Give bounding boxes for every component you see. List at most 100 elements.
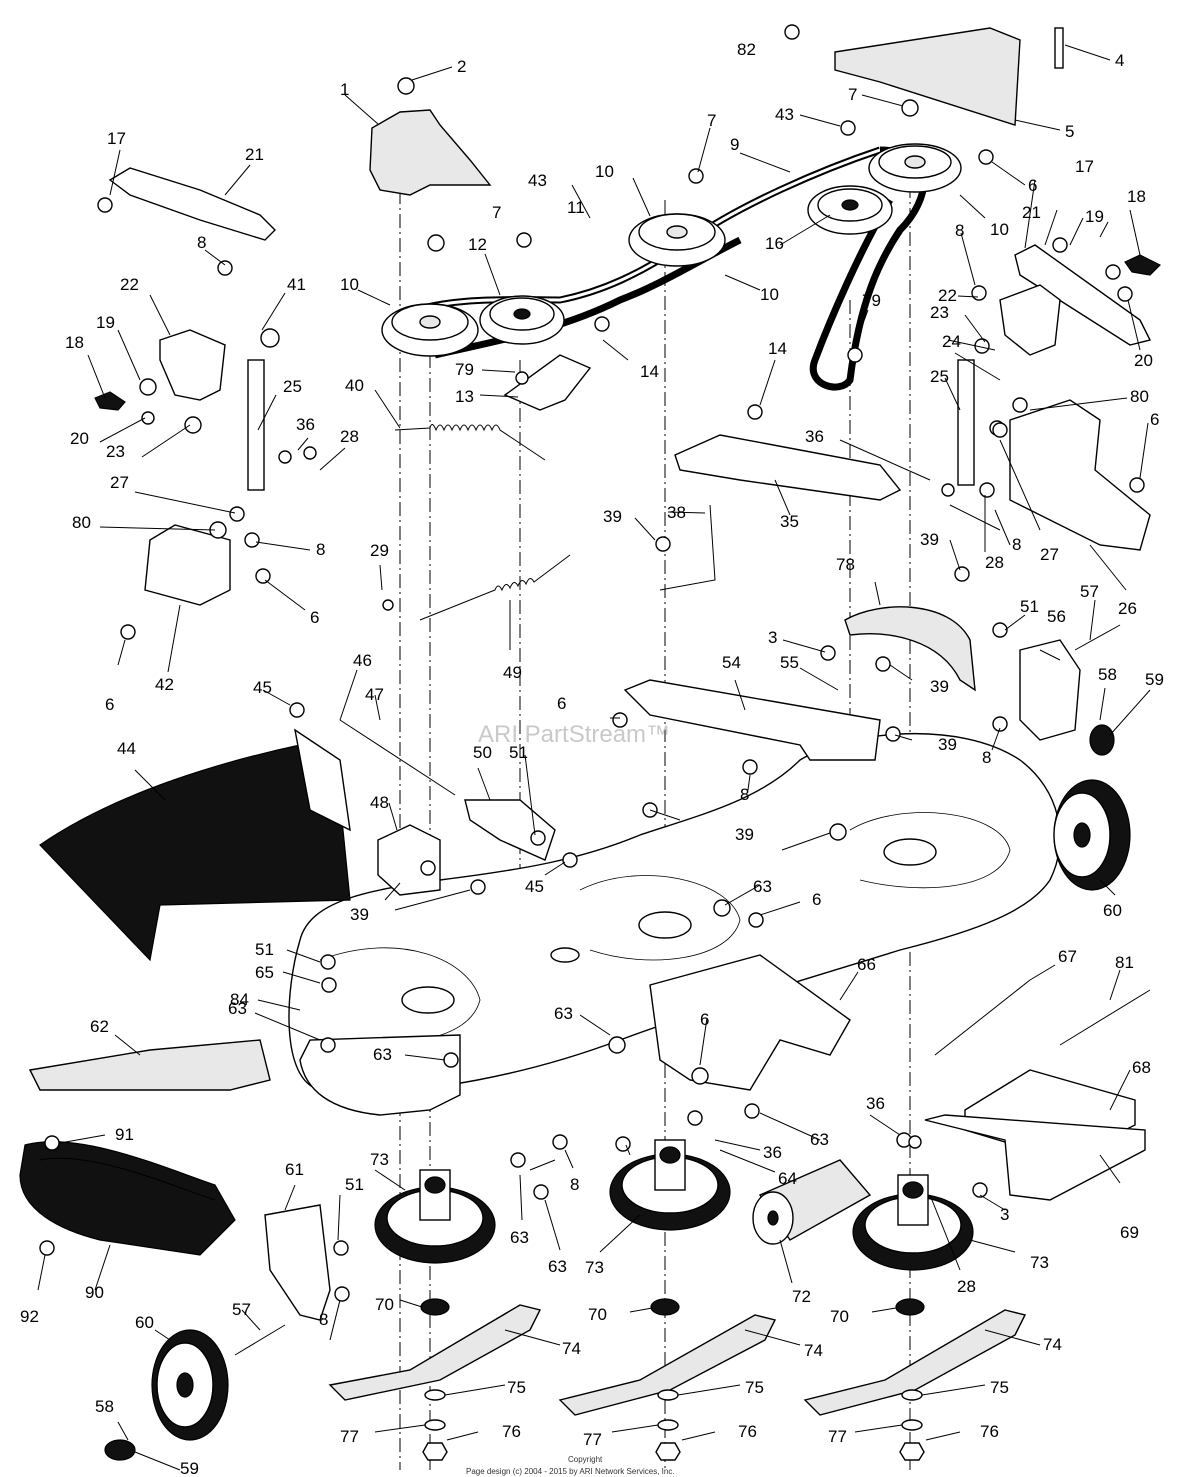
spring-49 [419, 554, 571, 621]
wing-knob-right [1124, 254, 1162, 276]
callout-14-2: 14 [768, 339, 787, 358]
callout-68: 68 [1132, 1058, 1151, 1077]
strap-25-right [957, 359, 975, 486]
bearings-and-washers [104, 724, 1115, 1461]
callout-27: 27 [110, 473, 129, 492]
callout-10-4: 10 [340, 275, 359, 294]
callout-6-3: 6 [557, 694, 566, 713]
callout-76-3: 76 [980, 1422, 999, 1441]
callout-84: 84 [230, 990, 249, 1009]
chute-hinge [294, 728, 351, 832]
callout-79: 79 [455, 360, 474, 379]
bracket-48 [377, 824, 441, 896]
callout-63-6: 63 [510, 1228, 529, 1247]
bracket-42 [144, 524, 231, 606]
rod-67 [934, 979, 1031, 1056]
callout-38: 38 [667, 503, 686, 522]
callout-51-3: 51 [255, 940, 274, 959]
callout-22: 22 [120, 275, 139, 294]
idler-bracket [503, 354, 592, 411]
callout-78: 78 [836, 555, 855, 574]
callout-39-4: 39 [938, 735, 957, 754]
callout-61: 61 [285, 1160, 304, 1179]
callout-36-4: 36 [866, 1094, 885, 1113]
callout-36: 36 [296, 415, 315, 434]
pulleys [381, 143, 962, 357]
callout-29: 29 [370, 541, 389, 560]
callout-20: 20 [70, 429, 89, 448]
callout-39-6: 39 [350, 905, 369, 924]
tension-spring [394, 424, 546, 461]
callout-70: 70 [375, 1295, 394, 1314]
gauge-wheel-right [1053, 779, 1131, 891]
callout-3-2: 3 [1000, 1205, 1009, 1224]
callout-60: 60 [1103, 901, 1122, 920]
callout-25-2: 25 [930, 367, 949, 386]
bracket-56 [1019, 639, 1081, 741]
callout-58: 58 [1098, 665, 1117, 684]
callout-8-4: 8 [1012, 535, 1021, 554]
callout-73: 73 [370, 1150, 389, 1169]
callout-1: 1 [340, 80, 349, 99]
callout-63-7: 63 [548, 1257, 567, 1276]
callout-51-2: 51 [1020, 597, 1039, 616]
callout-39-5: 39 [735, 825, 754, 844]
callout-81: 81 [1115, 953, 1134, 972]
callout-8: 8 [955, 221, 964, 240]
callout-48: 48 [370, 793, 389, 812]
callout-19: 19 [96, 313, 115, 332]
callout-73-2: 73 [585, 1258, 604, 1277]
callout-77-2: 77 [583, 1430, 602, 1449]
shield-stripe [39, 1157, 216, 1201]
callout-41: 41 [287, 275, 306, 294]
callout-8-8: 8 [570, 1175, 579, 1194]
callout-28-2: 28 [985, 553, 1004, 572]
callout-9: 9 [730, 135, 739, 154]
callout-56: 56 [1047, 607, 1066, 626]
callout-8-5: 8 [982, 748, 991, 767]
callout-67: 67 [1058, 947, 1077, 966]
axle-57-right [1074, 624, 1121, 651]
blade-center [558, 1314, 777, 1416]
callout-39-3: 39 [930, 677, 949, 696]
callout-8-7: 8 [319, 1310, 328, 1329]
callout-6-4: 6 [310, 608, 319, 627]
callout-7-3: 7 [492, 203, 501, 222]
callout-76: 76 [502, 1422, 521, 1441]
bracket-22-right [999, 284, 1061, 356]
callout-12: 12 [468, 235, 487, 254]
callout-80-2: 80 [1130, 387, 1149, 406]
callout-27-2: 27 [1040, 545, 1059, 564]
callout-91: 91 [115, 1125, 134, 1144]
callout-65: 65 [255, 963, 274, 982]
callout-70-3: 70 [830, 1307, 849, 1326]
callout-43: 43 [775, 105, 794, 124]
callout-18: 18 [65, 333, 84, 352]
rod-81 [1059, 989, 1151, 1046]
callout-36-2: 36 [805, 427, 824, 446]
spindle-left [374, 1169, 496, 1264]
callout-2: 2 [457, 57, 466, 76]
callout-40: 40 [345, 376, 364, 395]
callout-20-2: 20 [1134, 351, 1153, 370]
callout-73-3: 73 [1030, 1253, 1049, 1272]
callout-35: 35 [780, 512, 799, 531]
roller-72 [752, 1159, 872, 1245]
callout-45-2: 45 [525, 877, 544, 896]
callout-75: 75 [507, 1378, 526, 1397]
gauge-wheel-left [151, 1329, 229, 1441]
callout-43-2: 43 [528, 171, 547, 190]
frame-69 [924, 1114, 1146, 1201]
callout-14: 14 [640, 362, 659, 381]
callout-63-5: 63 [810, 1130, 829, 1149]
callout-10-2: 10 [990, 220, 1009, 239]
callout-76-2: 76 [738, 1422, 757, 1441]
callout-6-5: 6 [105, 695, 114, 714]
callout-6: 6 [1028, 176, 1037, 195]
callout-23-2: 23 [930, 303, 949, 322]
strap-25-left [247, 359, 265, 491]
callout-42: 42 [155, 675, 174, 694]
blade-left [328, 1304, 542, 1401]
callout-64: 64 [778, 1169, 797, 1188]
